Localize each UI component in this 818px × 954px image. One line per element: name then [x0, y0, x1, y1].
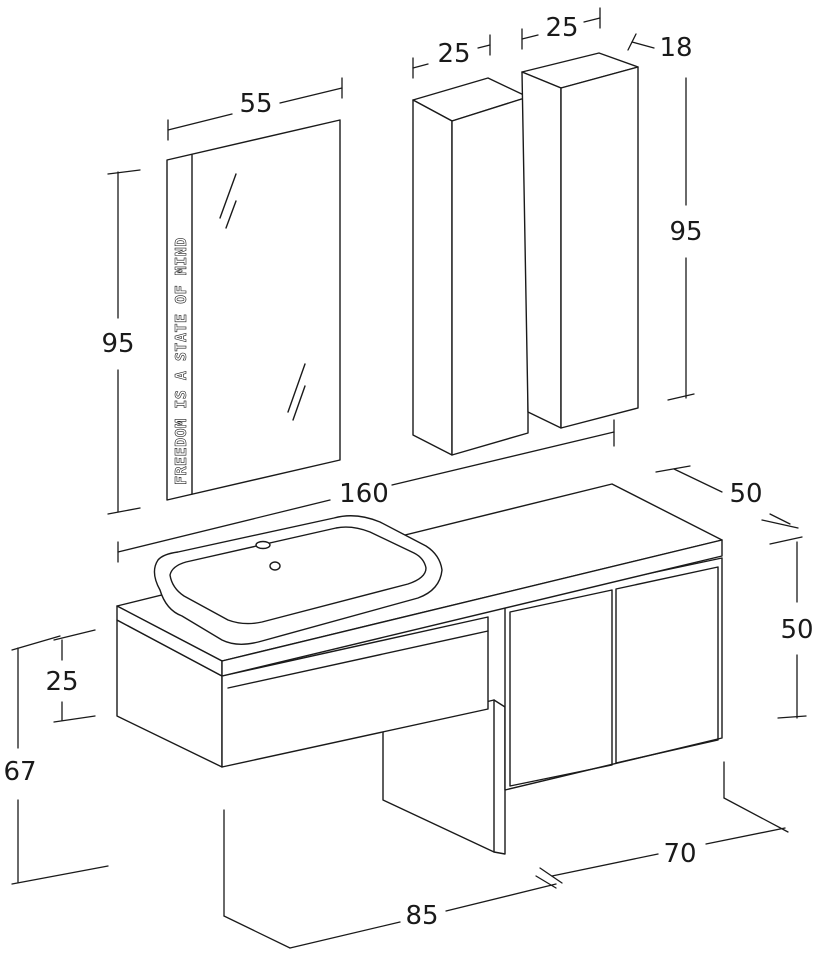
dim-label-drawer-height: 25: [45, 667, 78, 697]
dim-tick: [53, 715, 96, 723]
drawer-handle-line: [227, 630, 489, 689]
dim-tick: [769, 536, 803, 545]
dim-tick: [723, 797, 789, 833]
dim-label-column-left-width: 25: [437, 39, 470, 69]
drain-hole: [269, 561, 281, 571]
mirror-reflection: [219, 173, 237, 219]
tap-hole: [255, 540, 271, 550]
dim-label-mirror-width: 55: [239, 89, 272, 119]
dim-label-column-depth: 18: [659, 33, 692, 63]
dim-tick: [53, 629, 96, 641]
dim-label-top-depth: 50: [729, 479, 762, 509]
dim-line: [673, 468, 723, 493]
column-right-front: [560, 66, 639, 429]
dim-label-total-height: 67: [3, 757, 36, 787]
dim-tick: [761, 519, 799, 529]
mirror-frame: [166, 119, 341, 501]
dim-tick: [535, 875, 557, 889]
dim-line: [279, 87, 343, 104]
dim-tick: [11, 865, 109, 885]
mirror-stripe-text: FREEDOM IS A STATE OF MIND: [172, 237, 190, 485]
vanity-unit: [116, 483, 723, 855]
dim-label-cabinet-height: 50: [780, 615, 813, 645]
drawer-front: [221, 616, 489, 768]
mirror: FREEDOM IS A STATE OF MIND: [166, 119, 341, 501]
dim-label-mirror-height: 95: [101, 329, 134, 359]
dim-line: [477, 44, 491, 49]
dim-tick: [667, 393, 695, 401]
column-right-side: [521, 71, 562, 429]
dim-tick: [11, 635, 61, 651]
dim-tick: [107, 169, 141, 175]
dim-line: [583, 17, 601, 23]
dim-line: [769, 513, 791, 525]
dim-line: [705, 827, 786, 845]
dim-line: [117, 499, 331, 553]
column-left-side: [412, 99, 453, 456]
basin-inner: [169, 526, 427, 625]
countertop-front: [221, 539, 723, 677]
dim-line: [631, 41, 655, 49]
dim-line: [445, 883, 557, 912]
dim-tick: [539, 867, 563, 884]
column-cabinet-left: [412, 77, 529, 456]
column-cabinet-right: [521, 52, 639, 429]
dim-tick: [627, 33, 637, 51]
cabinet-door-right: [615, 566, 719, 764]
mirror-reflection: [287, 363, 306, 413]
dim-line: [551, 853, 659, 877]
dim-label-column-right-width: 25: [545, 13, 578, 43]
dim-label-base-width: 85: [405, 901, 438, 931]
dim-tick: [107, 507, 141, 515]
dim-label-top-width: 160: [339, 479, 389, 509]
cabinet-door-left: [509, 589, 613, 787]
mirror-reflection: [225, 200, 237, 229]
dim-line: [521, 34, 539, 40]
column-left-front: [451, 96, 529, 456]
dim-tick: [223, 915, 291, 949]
dim-tick: [655, 465, 691, 473]
dim-line: [289, 921, 401, 949]
dim-line: [391, 431, 615, 486]
dim-label-base-depth: 70: [663, 839, 696, 869]
basin-outer: [153, 515, 443, 645]
mirror-reflection: [292, 385, 306, 421]
dim-tick: [777, 715, 807, 719]
wash-basin: [153, 515, 443, 645]
dim-line: [412, 63, 429, 69]
dimension-lines: 55 95 25 25 18 95 160 50 50 25 67 70 85: [3, 7, 814, 949]
dim-line: [167, 113, 233, 131]
dim-label-column-height: 95: [669, 217, 702, 247]
